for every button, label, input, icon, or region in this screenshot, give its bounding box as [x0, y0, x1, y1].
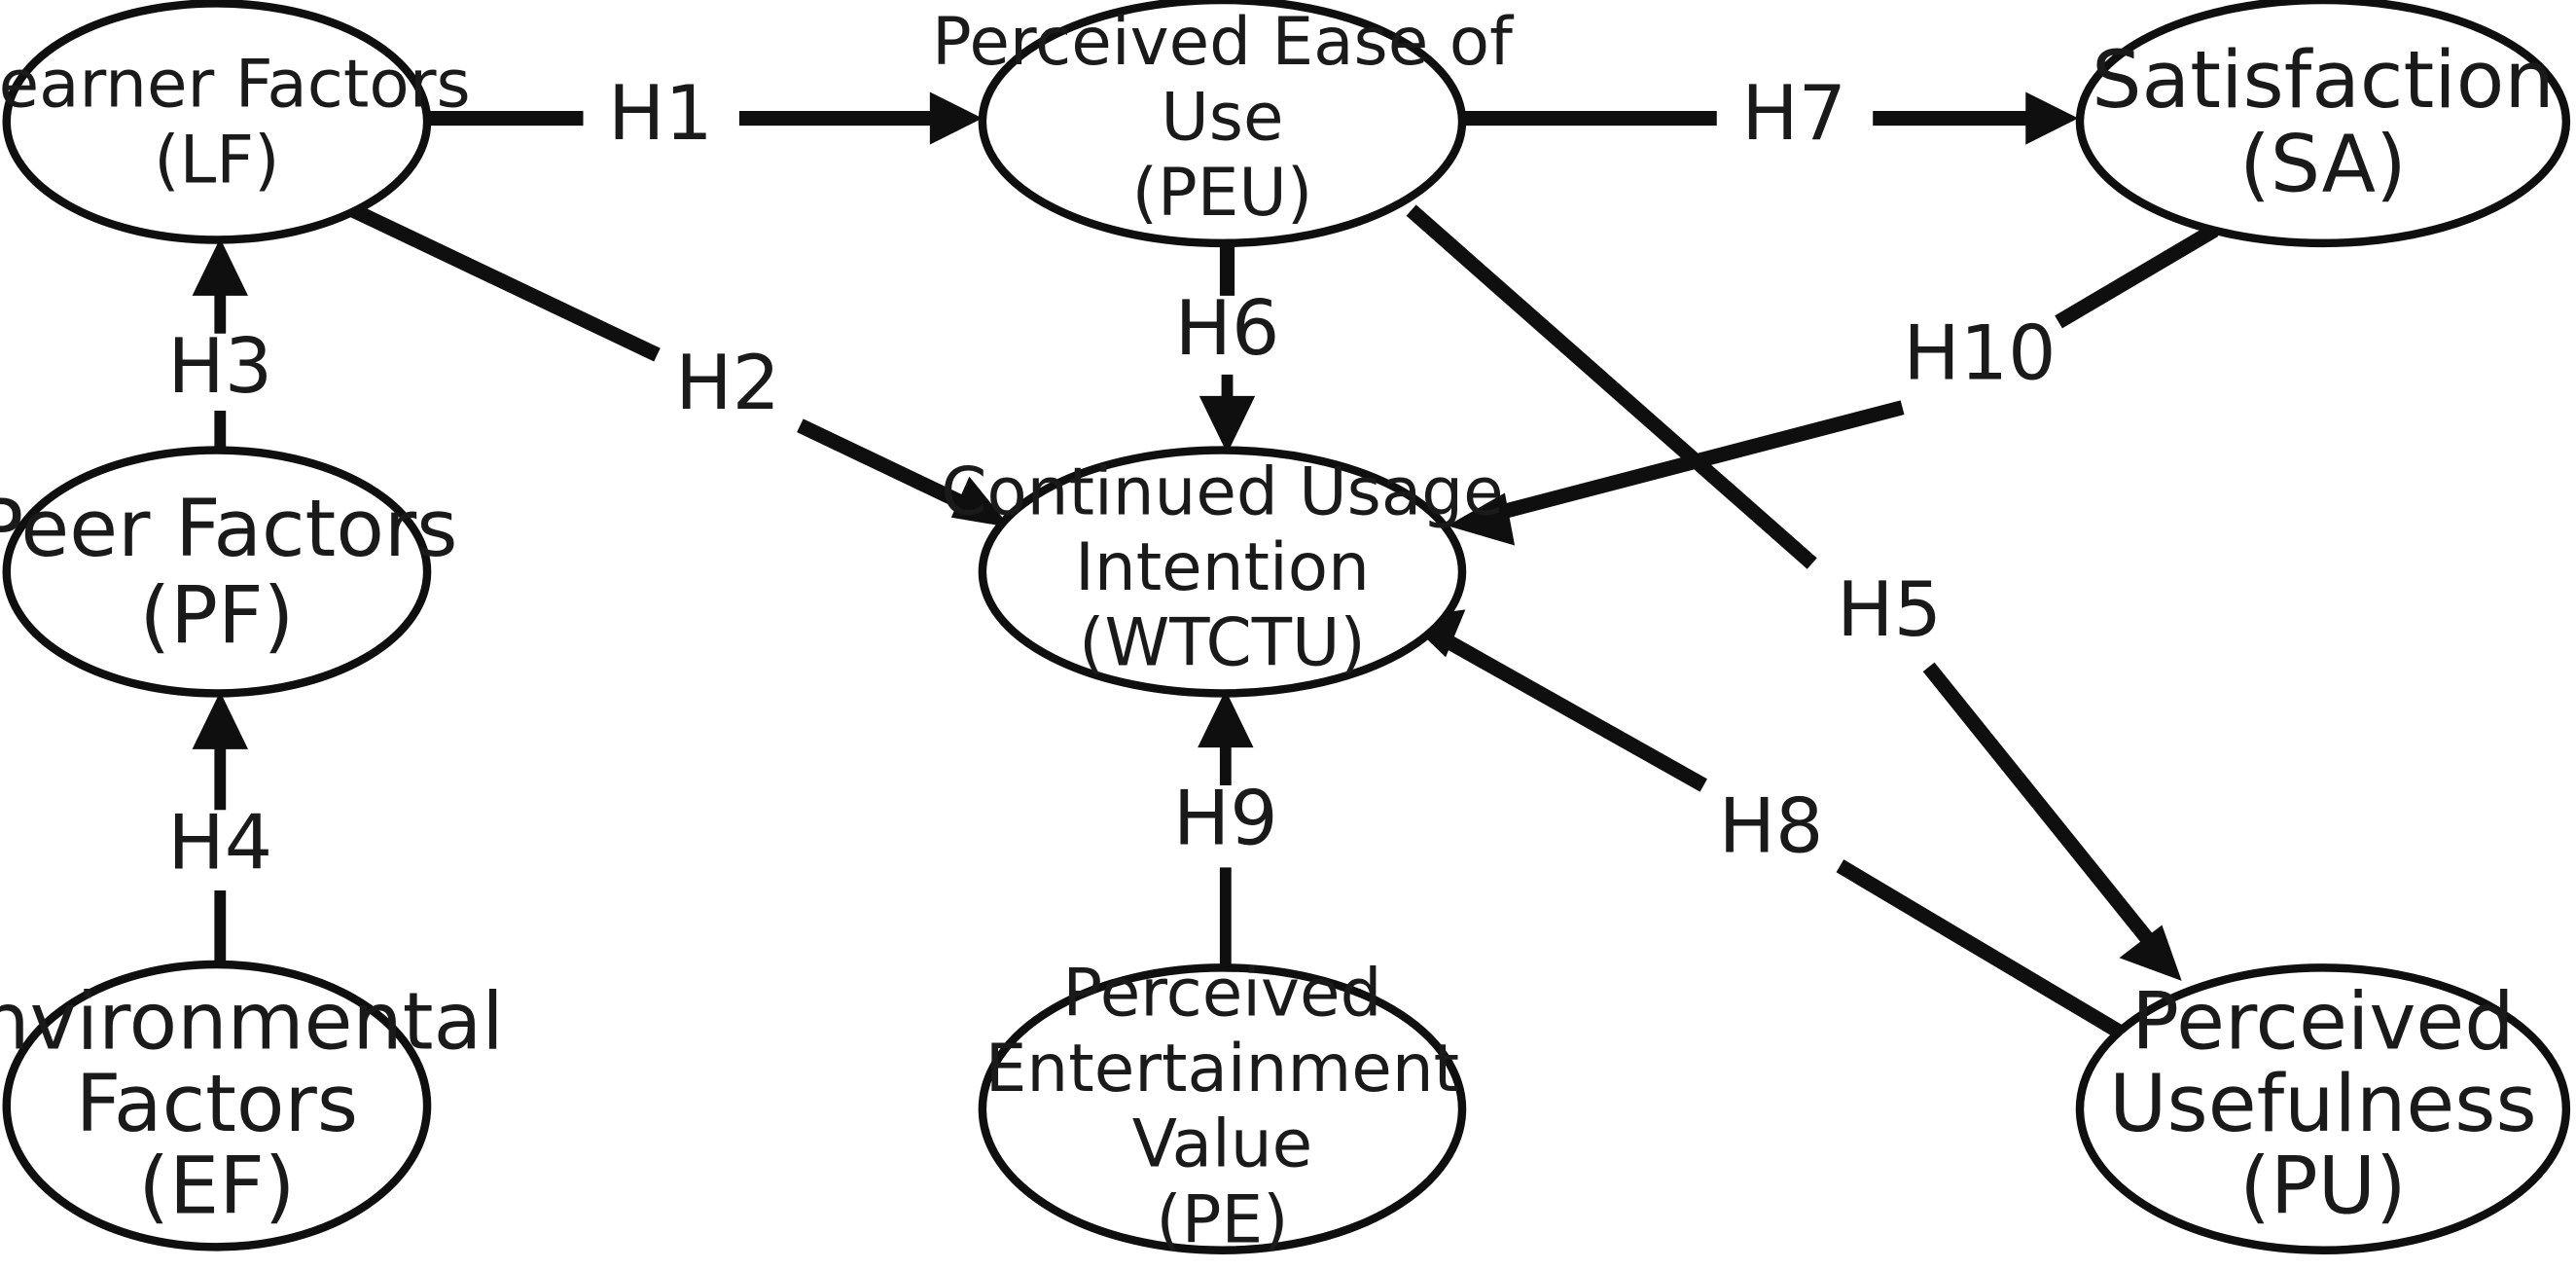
edge-h5-segment-upper — [1406, 204, 1817, 569]
node-shape-sa[interactable] — [2075, 0, 2571, 248]
edge-label-h1: H1 — [608, 70, 713, 158]
node-label-peu-line3: (PEU) — [1132, 154, 1313, 231]
node-label-peu-line1: Perceived Ease of — [932, 3, 1515, 80]
node-perceived-entertainment-value[interactable]: Perceived Entertainment Value (PE) — [978, 954, 1467, 1257]
node-shape-pe[interactable] — [978, 963, 1467, 1254]
edge-h10-segment-right — [2055, 223, 2219, 329]
edge-h2-segment-upper — [349, 203, 661, 362]
node-label-pu-line3: (PU) — [2239, 1141, 2406, 1232]
node-label-pf-line2: (PF) — [140, 571, 295, 663]
node-peer-factors[interactable]: Peer Factors (PF) — [0, 446, 457, 698]
node-label-pf-line1: Peer Factors — [0, 484, 457, 575]
edge-label-h3: H3 — [167, 323, 272, 411]
node-shape-wtctu[interactable] — [978, 446, 1467, 698]
edge-h10: H10 — [1447, 223, 2219, 546]
edge-label-h4: H4 — [167, 800, 272, 888]
node-label-lf-line2: (LF) — [154, 121, 279, 198]
arrowhead-h10 — [1447, 492, 1516, 546]
node-label-pu-line1: Perceived — [2131, 977, 2515, 1069]
node-label-pe-line4: (PE) — [1156, 1180, 1288, 1257]
edge-label-h2: H2 — [675, 340, 780, 427]
node-perceived-ease-of-use[interactable]: Perceived Ease of Use (PEU) — [932, 0, 1515, 248]
node-shape-ef[interactable] — [2, 960, 432, 1252]
edge-label-h10: H10 — [1903, 310, 2056, 398]
edge-label-h6: H6 — [1175, 285, 1280, 373]
edge-h5: H5 — [1406, 204, 2182, 981]
edge-label-h5: H5 — [1837, 566, 1942, 654]
edge-h2: H2 — [349, 203, 1011, 527]
node-label-pe-line2: Entertainment — [985, 1030, 1459, 1107]
edge-h9: H9 — [1173, 690, 1278, 968]
edge-label-h9: H9 — [1173, 775, 1278, 862]
edge-h3: H3 — [167, 237, 272, 451]
node-label-pu-line2: Usefulness — [2109, 1059, 2536, 1150]
node-label-ef-line1: Environmental — [0, 977, 504, 1069]
node-learner-factors[interactable]: Learner Factors (LF) — [0, 0, 471, 244]
arrowhead-h5 — [2119, 925, 2182, 981]
edge-h8-segment-left — [1437, 631, 1707, 792]
edge-h4: H4 — [167, 691, 272, 964]
arrowhead-h1 — [929, 91, 983, 145]
edge-h6: H6 — [1175, 244, 1280, 454]
edge-h5-segment-lower — [1922, 662, 2159, 950]
node-label-ef-line2: Factors — [76, 1059, 358, 1150]
node-label-pe-line1: Perceived — [1062, 954, 1381, 1031]
node-environmental-factors[interactable]: Environmental Factors (EF) — [0, 960, 504, 1252]
node-label-wtctu-line2: Intention — [1075, 528, 1370, 605]
node-label-lf-line1: Learner Factors — [0, 46, 471, 123]
node-label-peu-line2: Use — [1161, 78, 1283, 155]
node-label-sa-line2: (SA) — [2239, 119, 2407, 210]
edge-h1: H1 — [430, 70, 983, 158]
edge-label-h8: H8 — [1719, 783, 1824, 871]
node-shape-pu[interactable] — [2075, 963, 2571, 1254]
edge-h10-segment-left — [1485, 400, 1905, 524]
arrowhead-h4 — [192, 691, 249, 749]
node-label-ef-line3: (EF) — [138, 1141, 295, 1232]
arrowhead-h9 — [1198, 690, 1254, 748]
node-continued-usage-intention[interactable]: Continued Usage Intention (WTCTU) — [941, 446, 1504, 698]
node-shape-pf[interactable] — [2, 446, 432, 698]
edge-label-h7: H7 — [1741, 70, 1846, 158]
arrowhead-h6 — [1199, 395, 1256, 454]
node-label-wtctu-line1: Continued Usage — [941, 453, 1504, 529]
node-label-wtctu-line3: (WTCTU) — [1079, 604, 1366, 681]
arrowhead-h2 — [950, 476, 1011, 527]
edge-h7: H7 — [1462, 70, 2079, 158]
edge-h8: H8 — [1404, 609, 2124, 1038]
arrowhead-h7 — [2025, 91, 2079, 145]
node-label-sa-line1: Satisfaction — [2092, 35, 2555, 127]
arrowhead-h3 — [192, 237, 249, 296]
edge-h2-segment-lower — [797, 418, 980, 517]
node-shape-lf[interactable] — [2, 0, 432, 244]
edge-h8-segment-right — [1836, 859, 2124, 1038]
node-satisfaction[interactable]: Satisfaction (SA) — [2075, 0, 2571, 248]
node-shape-peu[interactable] — [978, 0, 1467, 248]
node-perceived-usefulness[interactable]: Perceived Usefulness (PU) — [2075, 963, 2571, 1254]
node-label-pe-line3: Value — [1132, 1106, 1312, 1182]
